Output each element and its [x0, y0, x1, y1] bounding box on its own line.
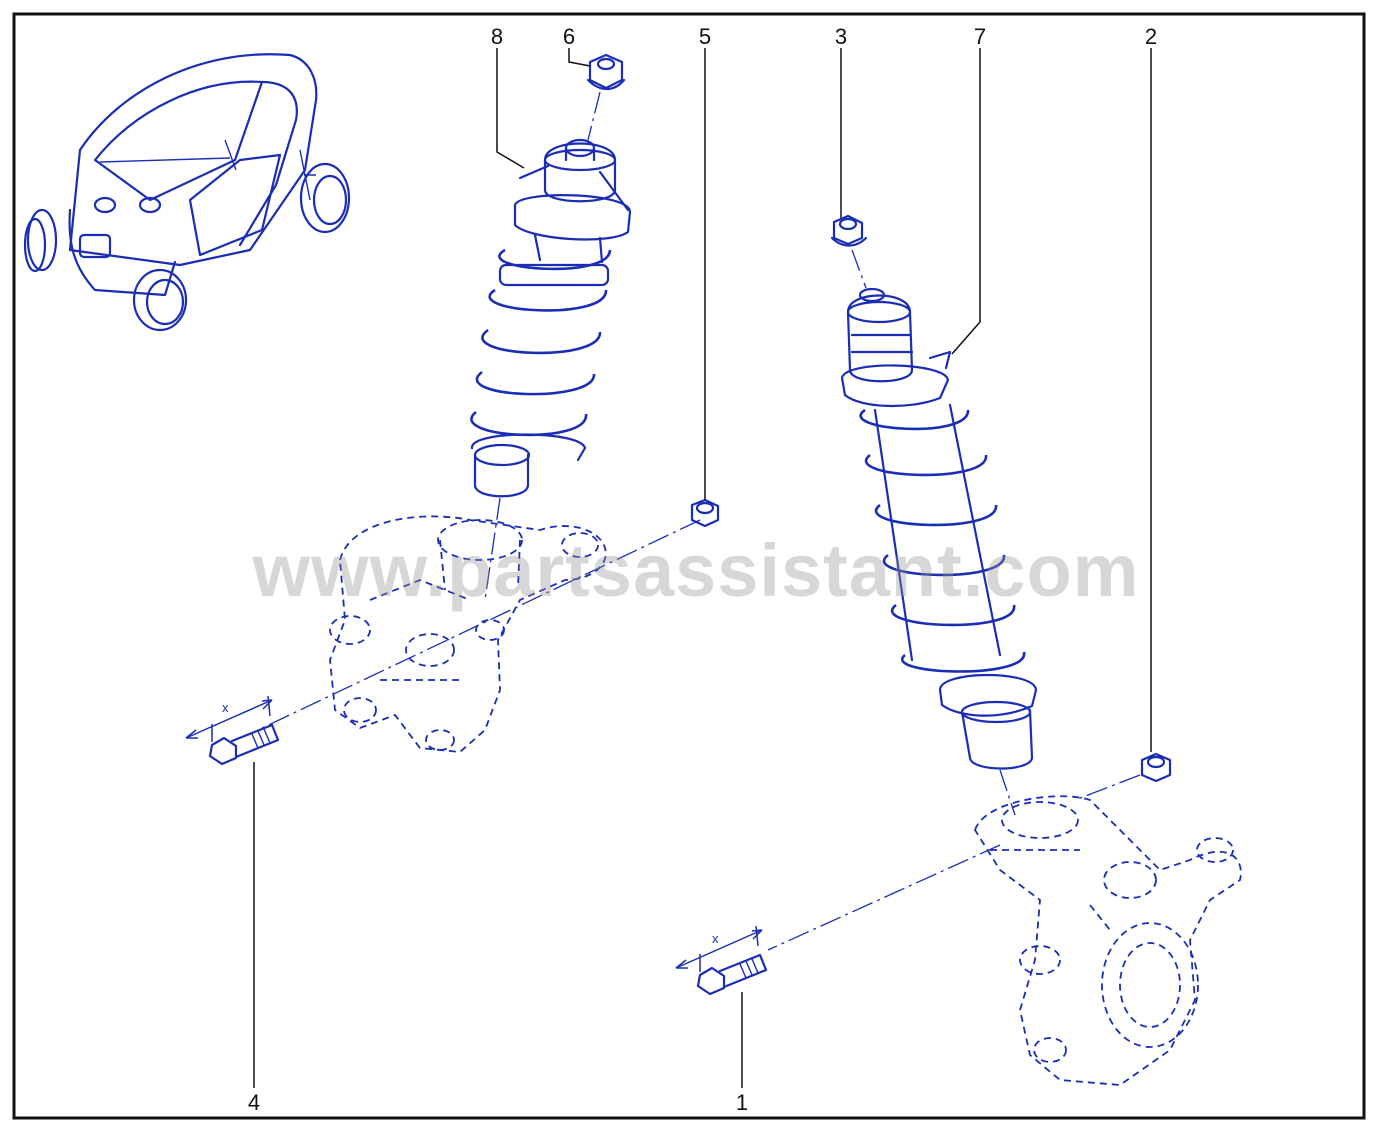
- axis-line-left-bolt: [257, 519, 701, 731]
- callout-8: 8: [491, 24, 503, 49]
- right-knuckle-phantom: [974, 795, 1242, 1086]
- nut-6-icon: [586, 53, 626, 91]
- axis-line-shock7: [999, 769, 1016, 816]
- bolt-1-icon: [696, 953, 768, 996]
- dimension-x-label-left: x: [222, 700, 229, 715]
- nut-2-icon: [1140, 752, 1172, 783]
- dimension-x-right: [675, 925, 763, 972]
- axis-line-nut6: [587, 91, 601, 141]
- callout-3: 3: [835, 24, 847, 49]
- callout-7: 7: [974, 24, 986, 49]
- left-knuckle-phantom: [329, 515, 607, 753]
- leader-line-6: [568, 48, 591, 67]
- callout-6: 6: [563, 24, 575, 49]
- nut-3-icon: [830, 214, 868, 247]
- dimension-x-left: [185, 695, 273, 742]
- callout-1: 1: [736, 1090, 748, 1115]
- callout-2: 2: [1145, 24, 1157, 49]
- leader-line-7: [951, 48, 981, 355]
- shock-absorber-8-icon: [470, 138, 632, 498]
- vehicle-thumbnail-icon: [23, 53, 351, 332]
- bolt-4-icon: [208, 723, 280, 766]
- axis-line-nut2: [1074, 774, 1141, 801]
- axis-line-shock8: [484, 497, 501, 601]
- leader-line-8: [496, 48, 525, 169]
- callout-5: 5: [699, 24, 711, 49]
- dimension-x-label-right: x: [712, 931, 719, 946]
- callout-4: 4: [248, 1090, 260, 1115]
- drawing-frame: [12, 12, 1366, 1120]
- axis-line-right-bolt: [767, 844, 1001, 951]
- shock-absorber-7-icon: [840, 287, 1038, 770]
- axis-line-nut3: [851, 249, 867, 289]
